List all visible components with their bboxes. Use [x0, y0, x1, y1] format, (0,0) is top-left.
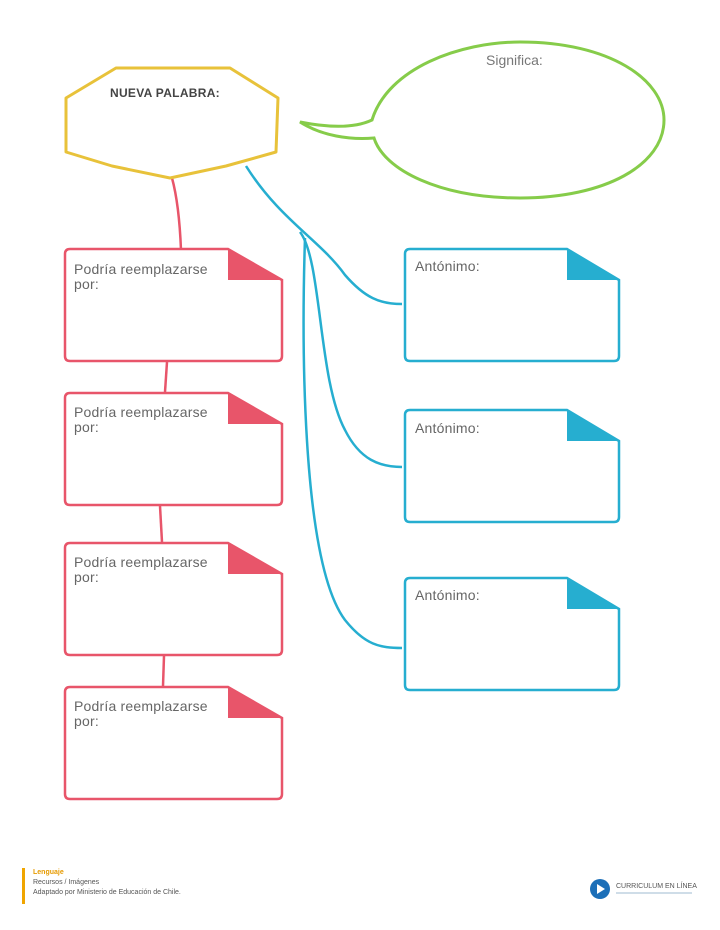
connector-synonym-2-3 [158, 505, 164, 543]
synonym-card-1-corner [228, 249, 282, 280]
antonym-card-2 [403, 408, 621, 524]
play-icon [590, 879, 610, 899]
meaning-label: Significa: [486, 52, 543, 68]
antonym-card-2-corner [567, 410, 619, 441]
connector-synonym-1-2 [163, 361, 169, 393]
synonym-label-3: Podría reemplazarse por: [74, 554, 208, 585]
logo-underline [616, 892, 692, 894]
antonym-card-1-corner [567, 249, 619, 280]
new-word-hexagon [64, 66, 280, 180]
logo-text: CURRICULUM EN LÍNEA [616, 883, 697, 890]
synonym-label-2: Podría reemplazarse por: [74, 404, 208, 435]
connector-word-to-antonym-3 [302, 237, 403, 650]
connector-synonym-3-4 [161, 655, 166, 687]
footer-credits: Lenguaje Recursos / Imágenes Adaptado po… [22, 868, 181, 904]
connector-word-to-synonym [170, 177, 183, 251]
synonym-card-2 [63, 391, 284, 507]
synonym-label-1: Podría reemplazarse por: [74, 261, 208, 292]
antonym-label-1: Antónimo: [415, 258, 480, 274]
synonym-card-1 [63, 247, 284, 363]
curriculum-logo[interactable]: CURRICULUM EN LÍNEA [590, 879, 698, 901]
new-word-label: NUEVA PALABRA: [110, 86, 220, 100]
synonym-card-4-corner [228, 687, 282, 718]
synonym-card-2-corner [228, 393, 282, 424]
footer-line-2: Adaptado por Ministerio de Educación de … [33, 889, 181, 896]
connector-word-to-antonym-2 [298, 231, 403, 469]
connector-word-to-antonym-1 [244, 165, 403, 306]
antonym-card-3-corner [567, 578, 619, 609]
synonym-label-4: Podría reemplazarse por: [74, 698, 208, 729]
meaning-bubble [299, 40, 666, 200]
antonym-label-2: Antónimo: [415, 420, 480, 436]
synonym-card-3-corner [228, 543, 282, 574]
footer-line-1: Recursos / Imágenes [33, 879, 100, 886]
synonym-card-3 [63, 541, 284, 657]
synonym-card-4 [63, 685, 284, 801]
footer-title: Lenguaje [33, 869, 64, 876]
antonym-label-3: Antónimo: [415, 587, 480, 603]
antonym-card-1 [403, 247, 621, 363]
antonym-card-3 [403, 576, 621, 692]
